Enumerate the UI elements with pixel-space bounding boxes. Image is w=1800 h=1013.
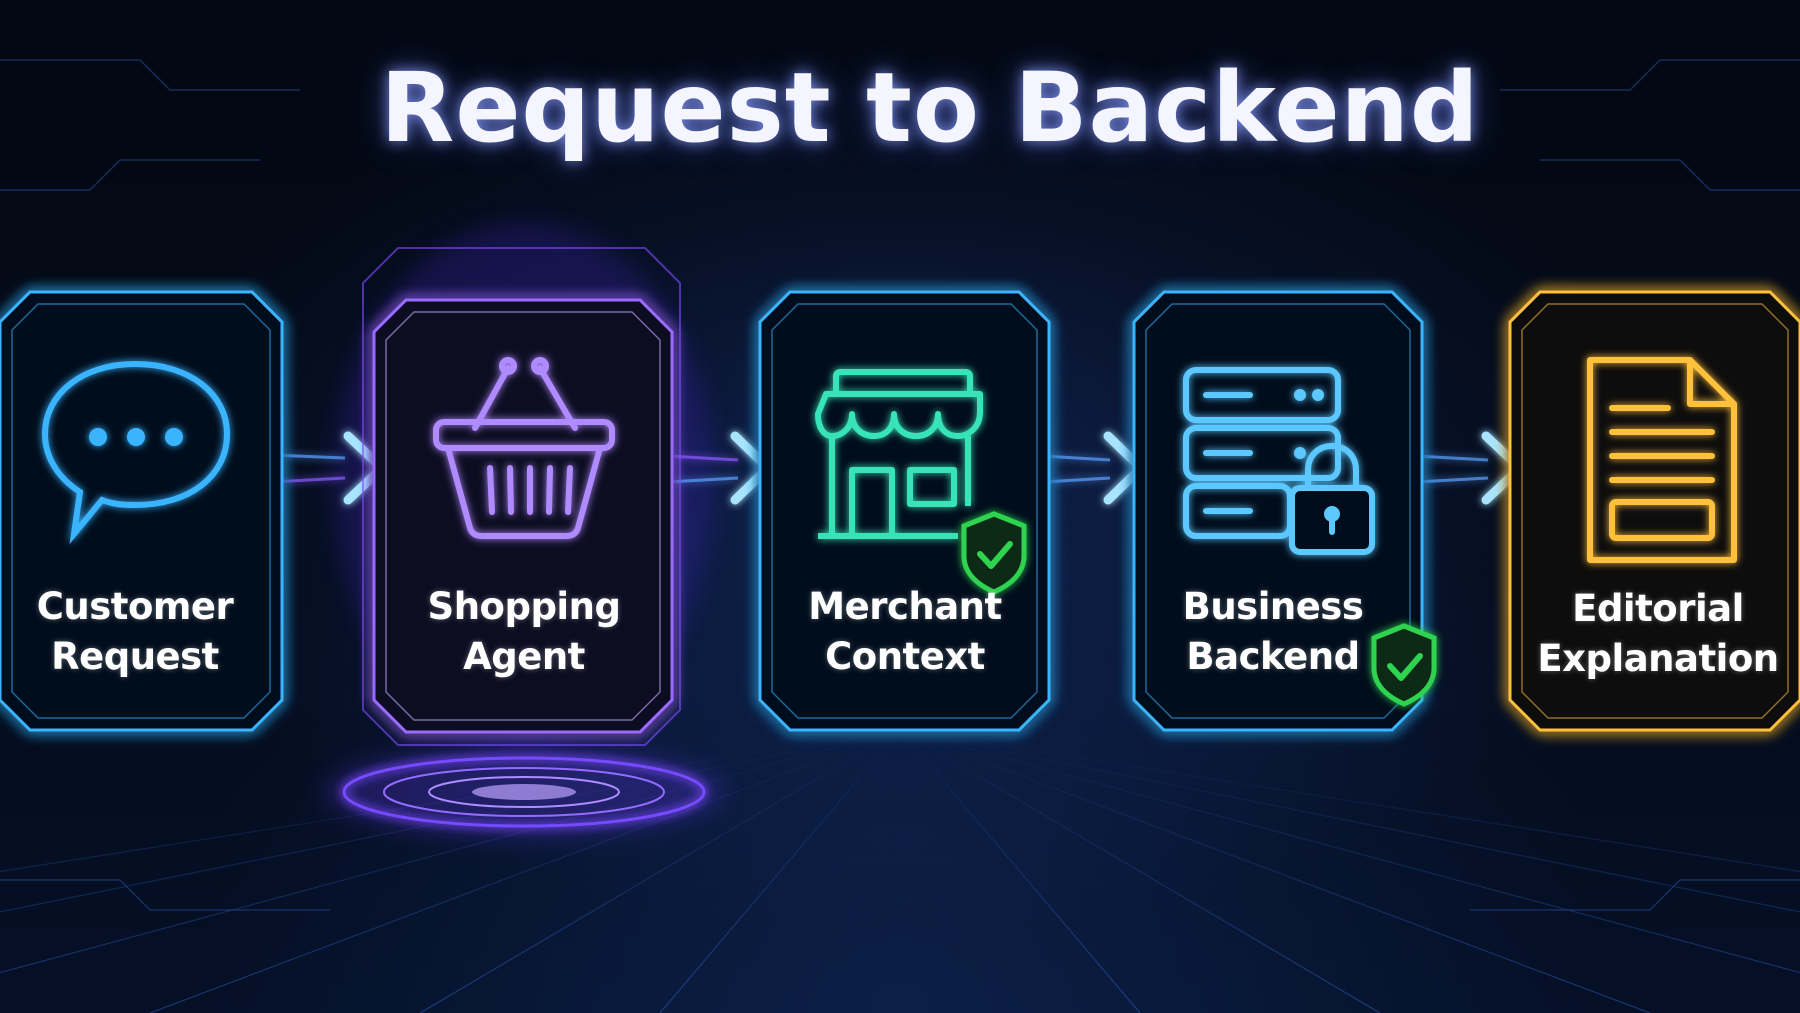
shield-check-icon xyxy=(1371,623,1437,707)
step-card-shopping-agent xyxy=(362,247,681,746)
circuit-traces xyxy=(0,59,1800,911)
step-card-customer-request xyxy=(0,290,284,732)
flow-arrow-3 xyxy=(1038,431,1146,505)
step-card-merchant-context xyxy=(758,290,1051,732)
step-label-shopping-agent: Shopping Agent xyxy=(427,585,621,678)
flow-arrow-1 xyxy=(267,431,387,505)
step-card-editorial-explanation xyxy=(1508,290,1800,732)
shopping-basket-icon xyxy=(433,357,615,539)
server-lock-icon xyxy=(1183,367,1375,555)
step-label-merchant-context: Merchant Context xyxy=(808,585,1002,678)
shield-check-icon xyxy=(961,511,1027,595)
agent-platform xyxy=(324,746,724,838)
diagram-title: Request to Backend xyxy=(380,52,1480,164)
step-label-editorial-explanation: Editorial Explanation xyxy=(1537,587,1779,680)
step-label-business-backend: Business Backend xyxy=(1182,585,1364,678)
flow-arrow-4 xyxy=(1411,431,1525,505)
flow-arrow-2 xyxy=(663,431,773,505)
step-card-business-backend xyxy=(1132,290,1437,732)
step-label-customer-request: Customer Request xyxy=(36,585,234,678)
document-icon xyxy=(1587,357,1737,563)
storefront-icon xyxy=(815,369,983,539)
speech-bubble-icon xyxy=(41,360,231,545)
